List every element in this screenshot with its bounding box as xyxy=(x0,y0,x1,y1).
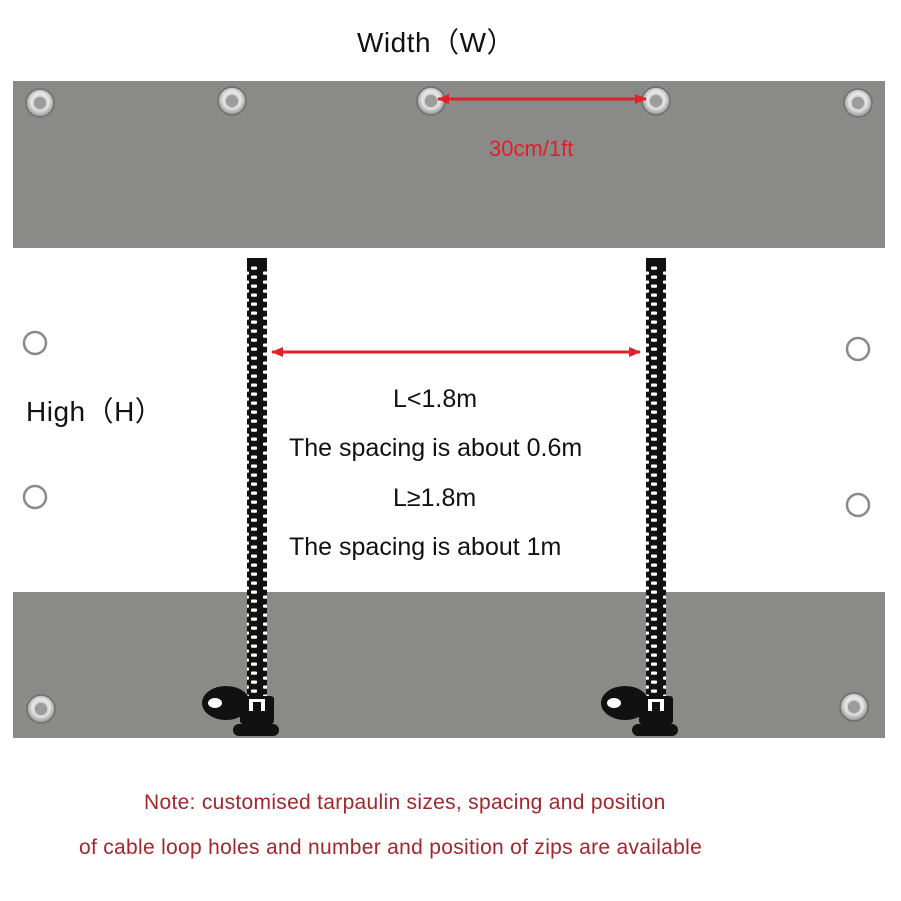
tarp-bottom-panel xyxy=(13,592,885,738)
side-hole-right-1 xyxy=(845,336,871,362)
height-label: High（H） xyxy=(26,396,164,427)
zip-rule-condition-long: L≥1.8m xyxy=(393,484,477,512)
customisation-note-line-1: Note: customised tarpaulin sizes, spacin… xyxy=(144,791,666,814)
tarp-top-panel xyxy=(13,81,885,248)
grommet-top-2 xyxy=(217,86,247,116)
grommet-top-4 xyxy=(641,86,671,116)
side-hole-right-2 xyxy=(845,492,871,518)
zip-rule-spacing-short: The spacing is about 0.6m xyxy=(289,434,583,462)
zipper-right xyxy=(601,258,678,736)
grommet-bottom-right xyxy=(839,692,869,722)
zip-rule-condition-short: L<1.8m xyxy=(393,385,478,413)
side-hole-left-2 xyxy=(22,484,48,510)
grommet-bottom-left xyxy=(26,694,56,724)
zipper-left xyxy=(202,258,279,736)
grommet-top-1 xyxy=(25,88,55,118)
side-hole-left-1 xyxy=(22,330,48,356)
zip-rule-spacing-long: The spacing is about 1m xyxy=(289,533,562,561)
customisation-note-line-2: of cable loop holes and number and posit… xyxy=(79,836,703,859)
width-label: Width（W） xyxy=(357,27,516,58)
zip-slider-right xyxy=(601,686,678,736)
grommet-spacing-label: 30cm/1ft xyxy=(489,136,574,161)
zip-slider-left xyxy=(202,686,279,736)
grommet-top-5 xyxy=(843,88,873,118)
grommet-top-3 xyxy=(416,86,446,116)
